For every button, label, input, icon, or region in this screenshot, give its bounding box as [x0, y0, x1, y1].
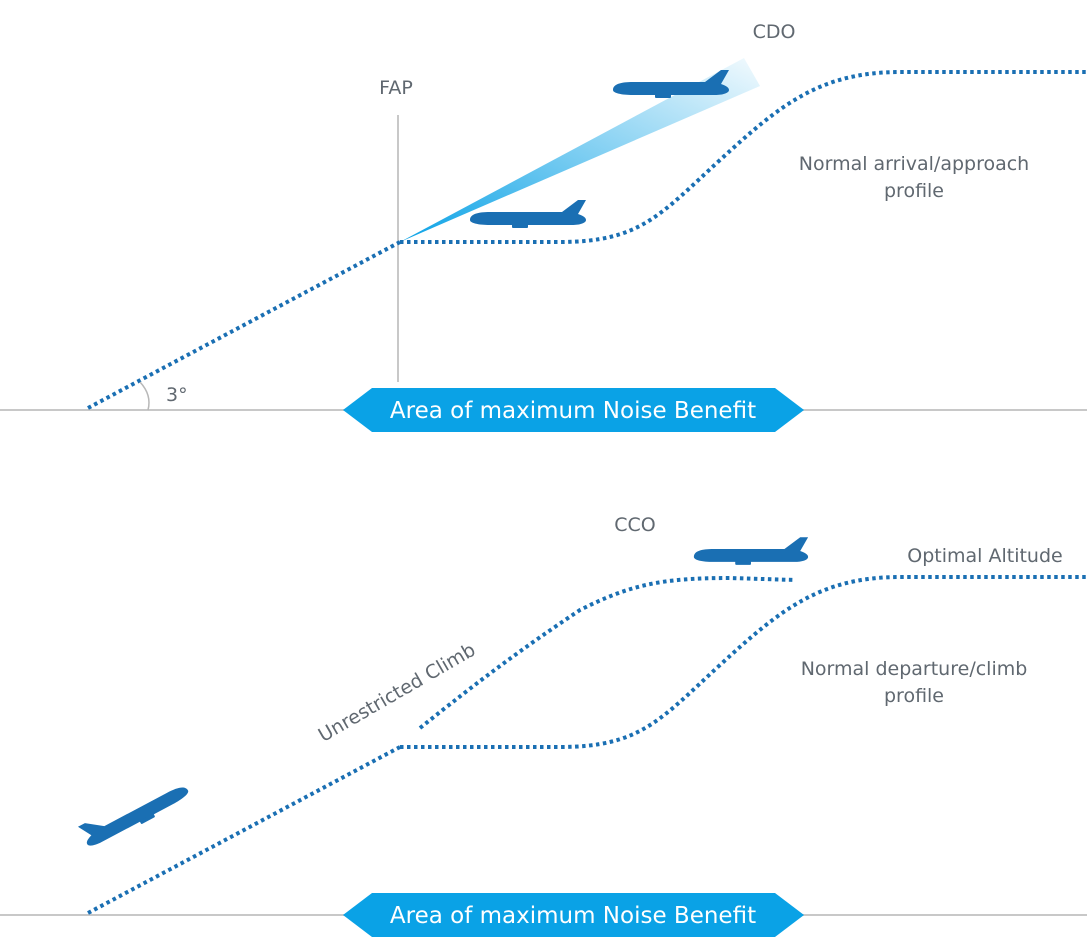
fap-label: FAP — [379, 77, 413, 99]
departing-plane-icon — [77, 773, 192, 852]
normal-departure-label-line1: Normal departure/climb — [801, 658, 1028, 680]
cdo-section: Area of maximum Noise Benefit CDO FAP 3°… — [0, 21, 1087, 432]
angle-arc — [139, 381, 150, 411]
noise-banner-bottom — [343, 893, 804, 937]
noise-banner-top-label: Area of maximum Noise Benefit — [390, 398, 756, 424]
normal-departure-label-line2: profile — [884, 685, 944, 707]
cco-profile — [418, 575, 796, 730]
unrestricted-climb-label: Unrestricted Climb — [315, 639, 480, 747]
normal-departure-profile — [400, 575, 1087, 749]
noise-banner-bottom-label: Area of maximum Noise Benefit — [390, 903, 756, 929]
cdo-beam — [400, 58, 760, 242]
glide-slope-line — [87, 240, 401, 410]
cco-plane-icon — [693, 537, 809, 565]
optimal-altitude-label: Optimal Altitude — [907, 545, 1062, 567]
initial-climb-line — [87, 745, 401, 915]
angle-label: 3° — [166, 384, 188, 406]
cco-title: CCO — [614, 514, 656, 536]
normal-arrival-label-line1: Normal arrival/approach — [799, 153, 1029, 175]
cdo-title: CDO — [753, 21, 796, 43]
cdo-plane-lower-icon — [470, 200, 586, 228]
cdo-plane-upper-icon — [613, 70, 729, 98]
normal-arrival-profile — [400, 70, 1087, 244]
noise-banner-top — [343, 388, 804, 432]
normal-arrival-label-line2: profile — [884, 180, 944, 202]
cco-section: Area of maximum Noise Benefit CCO Optima… — [0, 514, 1087, 937]
